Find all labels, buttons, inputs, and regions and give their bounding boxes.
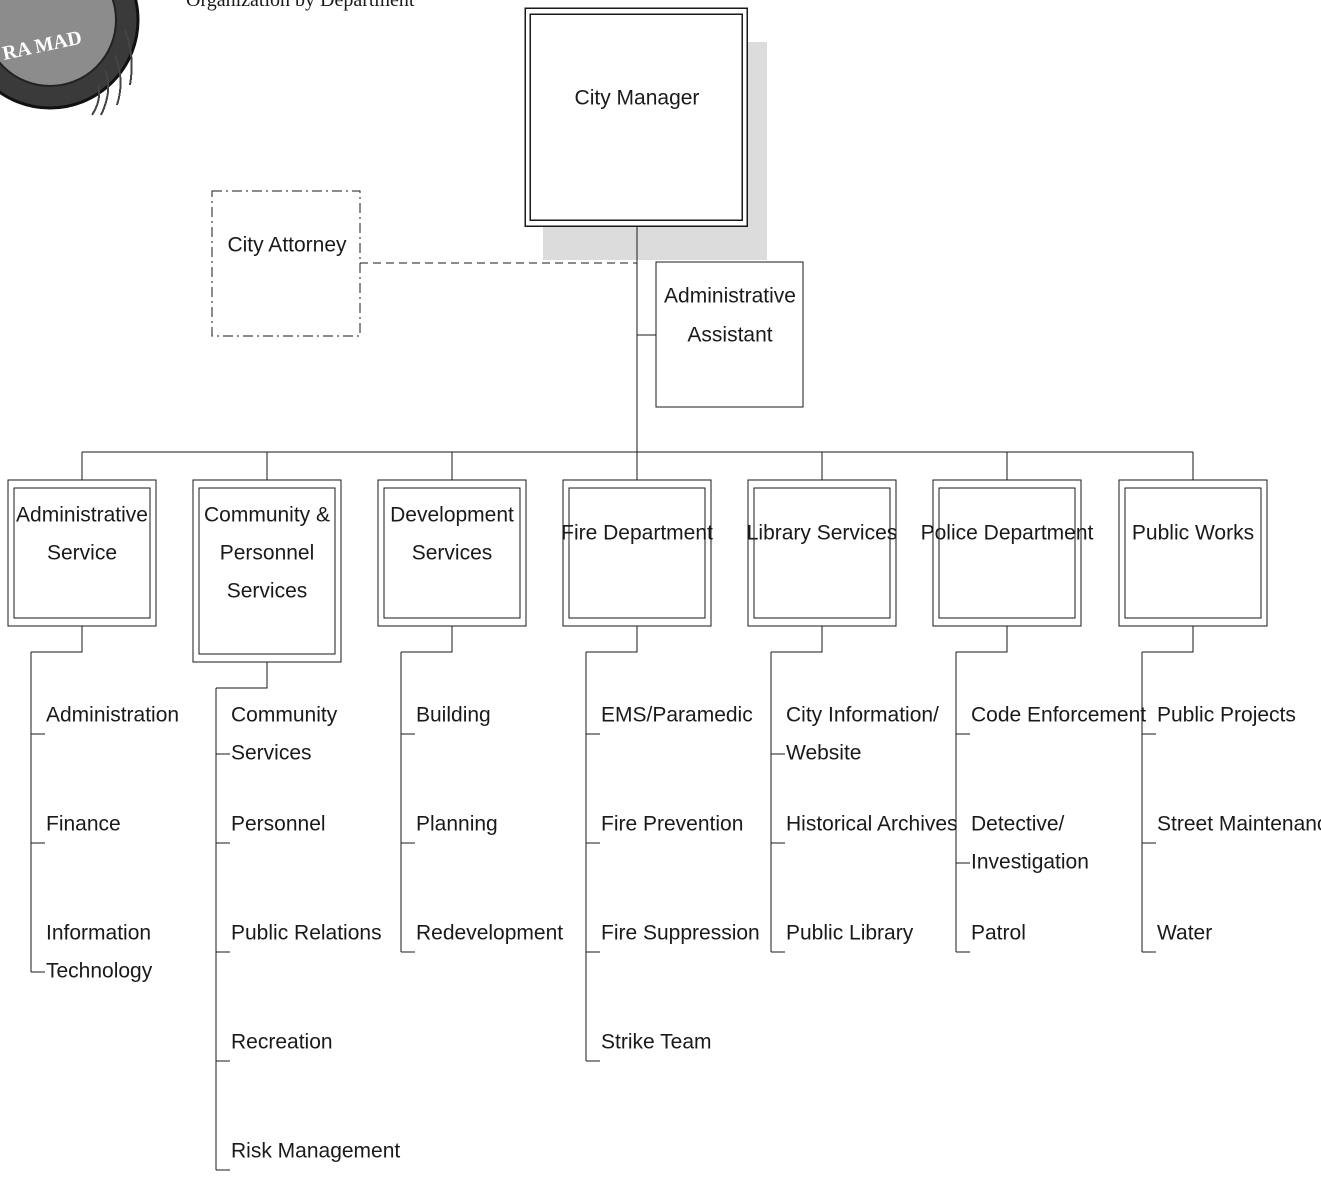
subunit-label: Public Relations [231,922,382,945]
subunit-label: Planning [416,813,498,836]
subunit-label: Public Library [786,922,914,945]
dept-label-line: Personnel [220,542,315,565]
subunit-label: Community [231,704,338,727]
city-manager-box: City Manager [524,7,748,227]
dept-box-outer [7,479,157,627]
dept-label-line: Development [390,504,514,527]
dept-community-personnel-services: Community &PersonnelServicesCommunitySer… [192,452,400,1171]
subunit-label: Detective/ [971,813,1065,836]
subunit-label: Water [1157,922,1212,945]
dept-label-line: Police Department [921,522,1094,545]
dept-box-outer [747,479,897,627]
dept-label-line: Service [47,542,117,565]
subunit-label: Technology [46,960,153,983]
departments-group: AdministrativeServiceAdministrationFinan… [7,452,1321,1171]
subunit-label: Services [231,742,312,765]
dept-box-inner [198,487,336,655]
dept-box-inner [568,487,706,619]
dept-administrative-service: AdministrativeServiceAdministrationFinan… [7,452,179,983]
dept-spine-elbow [31,626,83,653]
dept-label-line: Administrative [16,504,148,527]
dept-box-outer [377,479,527,627]
subunit-label: Historical Archives [786,813,958,836]
subunit-label: Street Maintenance [1157,813,1321,836]
dept-box-outer [562,479,712,627]
admin-assistant-line-1: Administrative [664,285,796,308]
subunit-label: Patrol [971,922,1026,945]
dept-box-outer [192,479,342,663]
dept-development-services: DevelopmentServicesBuildingPlanningRedev… [377,452,563,953]
dept-spine-elbow [586,626,638,653]
administrative-assistant-box: Administrative Assistant [655,261,804,408]
dept-spine-elbow [216,662,268,689]
city-manager-label: City Manager [575,87,700,110]
subunit-label: Information [46,922,151,945]
city-attorney-label: City Attorney [227,234,347,257]
dept-box-inner [383,487,521,619]
dept-label-line: Services [412,542,493,565]
dept-label-line: Fire Department [561,522,713,545]
dept-label-line: Public Works [1132,522,1254,545]
dept-box-inner [938,487,1076,619]
subunit-label: Redevelopment [416,922,563,945]
subunit-label: Public Projects [1157,704,1296,727]
subunit-label: City Information/ [786,704,939,727]
dept-label-line: Community & [204,504,330,527]
subunit-label: EMS/Paramedic [601,704,753,727]
subunit-label: Fire Suppression [601,922,760,945]
city-attorney-box: City Attorney [211,190,361,337]
dept-box-outer [1118,479,1268,627]
dept-box-inner [1124,487,1262,619]
dept-spine-elbow [1142,626,1194,653]
dept-spine-elbow [956,626,1008,653]
subunit-label: Investigation [971,851,1089,874]
subunit-label: Website [786,742,861,765]
subunit-label: Code Enforcement [971,704,1146,727]
dept-spine-elbow [401,626,453,653]
dept-box-inner [13,487,151,619]
subunit-label: Administration [46,704,179,727]
dept-label-line: Services [227,580,308,603]
subunit-label: Risk Management [231,1140,400,1163]
city-seal-logo: RA MAD [0,0,140,116]
page-subtitle: Organization by Department [186,0,415,11]
subunit-label: Fire Prevention [601,813,743,836]
dept-box-inner [753,487,891,619]
subunit-label: Finance [46,813,121,836]
dept-spine-elbow [771,626,823,653]
subunit-label: Personnel [231,813,326,836]
dept-label-line: Library Services [747,522,898,545]
subunit-label: Building [416,704,491,727]
admin-assistant-line-2: Assistant [687,324,772,347]
dept-box-outer [932,479,1082,627]
subunit-label: Recreation [231,1031,333,1054]
subunit-label: Strike Team [601,1031,712,1054]
